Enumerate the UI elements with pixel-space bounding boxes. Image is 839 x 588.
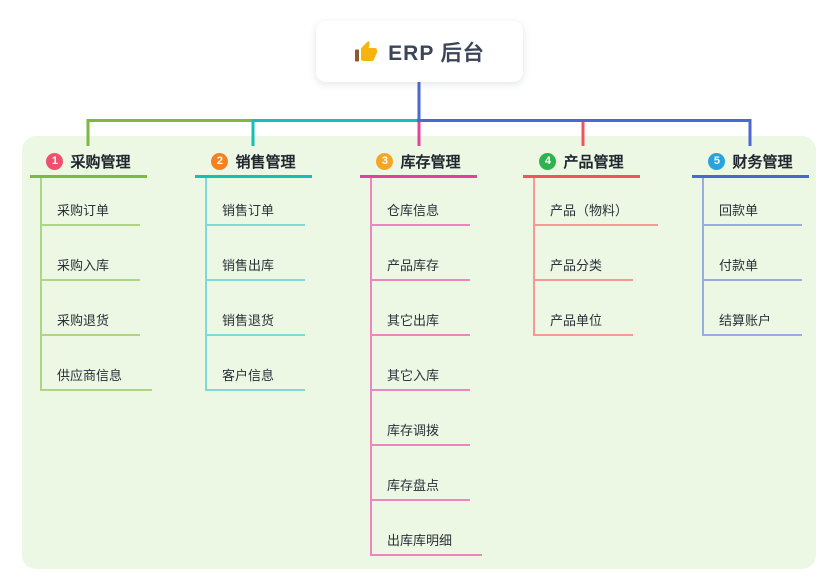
child-label: 其它入库: [387, 368, 440, 383]
child-node-customer-info[interactable]: 客户信息: [207, 336, 305, 391]
child-node-outbound-detail[interactable]: 出库库明细: [372, 501, 483, 556]
child-label: 库存调拨: [387, 423, 440, 438]
branch-inventory-children: 仓库信息 产品库存 其它出库 其它入库 库存调拨 库存盘点 出库库明细: [370, 178, 483, 556]
child-label: 采购入库: [57, 258, 110, 273]
branch-purchase-label: 采购管理: [70, 153, 131, 171]
child-node-other-inbound[interactable]: 其它入库: [372, 336, 470, 391]
child-label: 产品库存: [387, 258, 440, 273]
badge-5-icon: 5: [708, 152, 726, 170]
child-node-supplier-info[interactable]: 供应商信息: [42, 336, 153, 391]
thumbs-up-icon: [355, 40, 378, 61]
badge-1-icon: 1: [46, 152, 64, 170]
child-label: 销售订单: [222, 203, 275, 218]
child-label: 销售出库: [222, 258, 275, 273]
branch-sales: 2 销售管理 销售订单 销售出库 销售退货 客户信息: [195, 147, 312, 391]
child-node-other-outbound[interactable]: 其它出库: [372, 281, 470, 336]
child-node-purchase-order[interactable]: 采购订单: [42, 178, 140, 226]
branch-purchase-node[interactable]: 1 采购管理: [30, 147, 147, 178]
branch-sales-node[interactable]: 2 销售管理: [195, 147, 312, 178]
badge-3-icon: 3: [376, 152, 394, 170]
badge-4-icon: 4: [539, 152, 557, 170]
branch-finance-label: 财务管理: [732, 153, 793, 171]
child-label: 付款单: [719, 258, 759, 273]
branch-purchase-children: 采购订单 采购入库 采购退货 供应商信息: [40, 178, 153, 391]
branch-sales-children: 销售订单 销售出库 销售退货 客户信息: [205, 178, 312, 391]
child-node-payment-order[interactable]: 付款单: [704, 226, 802, 281]
child-label: 客户信息: [222, 368, 275, 383]
child-node-receipt-order[interactable]: 回款单: [704, 178, 802, 226]
branch-finance-node[interactable]: 5 财务管理: [692, 147, 809, 178]
child-node-purchase-inbound[interactable]: 采购入库: [42, 226, 140, 281]
branch-product-children: 产品（物料） 产品分类 产品单位: [533, 178, 659, 336]
branch-product: 4 产品管理 产品（物料） 产品分类 产品单位: [523, 147, 659, 336]
child-node-stock-count[interactable]: 库存盘点: [372, 446, 470, 501]
child-label: 库存盘点: [387, 478, 440, 493]
child-node-sales-return[interactable]: 销售退货: [207, 281, 305, 336]
child-node-stock-transfer[interactable]: 库存调拨: [372, 391, 470, 446]
child-node-purchase-return[interactable]: 采购退货: [42, 281, 140, 336]
branch-finance: 5 财务管理 回款单 付款单 结算账户: [692, 147, 809, 336]
child-node-product-stock[interactable]: 产品库存: [372, 226, 470, 281]
root-label: ERP 后台: [388, 41, 485, 65]
child-node-product-material[interactable]: 产品（物料）: [535, 178, 659, 226]
child-label: 销售退货: [222, 313, 275, 328]
branch-purchase: 1 采购管理 采购订单 采购入库 采购退货 供应商信息: [30, 147, 153, 391]
child-label: 回款单: [719, 203, 759, 218]
branch-sales-label: 销售管理: [235, 153, 296, 171]
child-node-warehouse-info[interactable]: 仓库信息: [372, 178, 470, 226]
child-label: 其它出库: [387, 313, 440, 328]
child-label: 产品单位: [550, 313, 603, 328]
branch-finance-children: 回款单 付款单 结算账户: [702, 178, 809, 336]
child-label: 仓库信息: [387, 203, 440, 218]
child-node-sales-order[interactable]: 销售订单: [207, 178, 305, 226]
badge-2-icon: 2: [211, 152, 229, 170]
child-label: 产品（物料）: [550, 203, 629, 218]
child-label: 供应商信息: [57, 368, 123, 383]
branch-product-label: 产品管理: [563, 153, 624, 171]
branches-panel: [22, 136, 816, 569]
child-label: 采购退货: [57, 313, 110, 328]
root-node[interactable]: ERP 后台: [316, 21, 523, 82]
child-label: 采购订单: [57, 203, 110, 218]
child-node-settlement-account[interactable]: 结算账户: [704, 281, 802, 336]
child-node-product-unit[interactable]: 产品单位: [535, 281, 633, 336]
child-node-sales-outbound[interactable]: 销售出库: [207, 226, 305, 281]
child-label: 出库库明细: [387, 533, 453, 548]
branch-inventory: 3 库存管理 仓库信息 产品库存 其它出库 其它入库 库存调拨 库存盘点 出库库…: [360, 147, 483, 556]
branch-product-node[interactable]: 4 产品管理: [523, 147, 640, 178]
child-node-product-category[interactable]: 产品分类: [535, 226, 633, 281]
branch-inventory-node[interactable]: 3 库存管理: [360, 147, 477, 178]
child-label: 结算账户: [719, 313, 772, 328]
branch-inventory-label: 库存管理: [400, 153, 461, 171]
child-label: 产品分类: [550, 258, 603, 273]
